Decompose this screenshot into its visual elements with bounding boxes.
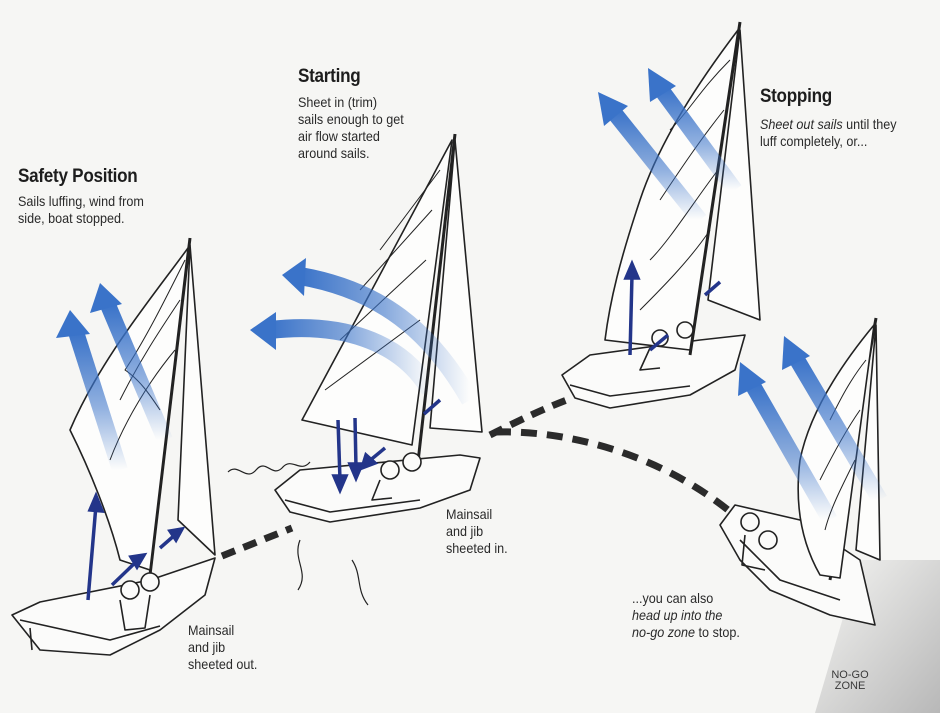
head-up-wind-arrows [738,336,887,524]
safety-note-line-1: Mainsail [188,622,235,638]
safety-note-line-3: sheeted out. [188,656,258,672]
starting-sheet-note: Mainsail and jib sheeted in. [446,506,508,557]
safety-note-line-2: and jib [188,639,226,655]
safety-position-title: Safety Position [18,166,138,187]
starting-wind-arrows [250,258,478,405]
starting-note-line-1: Mainsail [446,506,493,522]
stopping-description: Sheet out sails until they luff complete… [760,116,897,150]
head-up-line-2-italic: head up into the [632,607,723,623]
head-up-line-3-italic: no-go zone [632,624,696,640]
no-go-zone-line-1: NO-GO [831,669,869,681]
head-up-line-2: head up into the [632,607,740,624]
head-up-note: ...you can also head up into the no-go z… [632,590,740,641]
safety-sheet-arrows [86,491,186,601]
boat-safety-position [11,237,216,656]
head-up-line-3-rest: to stop. [695,624,740,640]
no-go-zone-label: NO-GO ZONE [820,670,880,692]
stopping-sheet-arrows [623,259,722,356]
starting-note-line-3: sheeted in. [446,540,508,556]
boat-path-dashes [220,394,743,560]
starting-title: Starting [298,66,361,87]
stopping-desc-line-2: luff completely, or... [760,133,868,149]
safety-desc-line-1: Sails luffing, wind from [18,193,144,209]
starting-desc-line-1: Sheet in (trim) [298,94,378,110]
stopping-wind-arrows [598,68,742,225]
starting-desc-line-4: around sails. [298,145,370,161]
safety-position-description: Sails luffing, wind from side, boat stop… [18,193,144,227]
safety-wind-arrows [56,283,173,473]
no-go-zone-line-2: ZONE [834,680,866,692]
safety-desc-line-2: side, boat stopped. [18,210,125,226]
starting-note-line-2: and jib [446,523,484,539]
no-go-zone-shade [815,560,940,713]
starting-desc-line-2: sails enough to get [298,111,404,127]
starting-desc-line-3: air flow started [298,128,380,144]
safety-sheet-note: Mainsail and jib sheeted out. [188,622,257,673]
stopping-title: Stopping [760,86,832,107]
head-up-line-3: no-go zone to stop. [632,624,740,641]
starting-description: Sheet in (trim) sails enough to get air … [298,94,404,162]
stopping-desc-line-1: Sheet out sails until they [760,116,897,133]
stopping-desc-italic: Sheet out sails [760,116,843,132]
stopping-desc-rest: until they [842,116,897,132]
starting-sheet-arrows [331,398,442,495]
head-up-line-1: ...you can also [632,590,714,606]
